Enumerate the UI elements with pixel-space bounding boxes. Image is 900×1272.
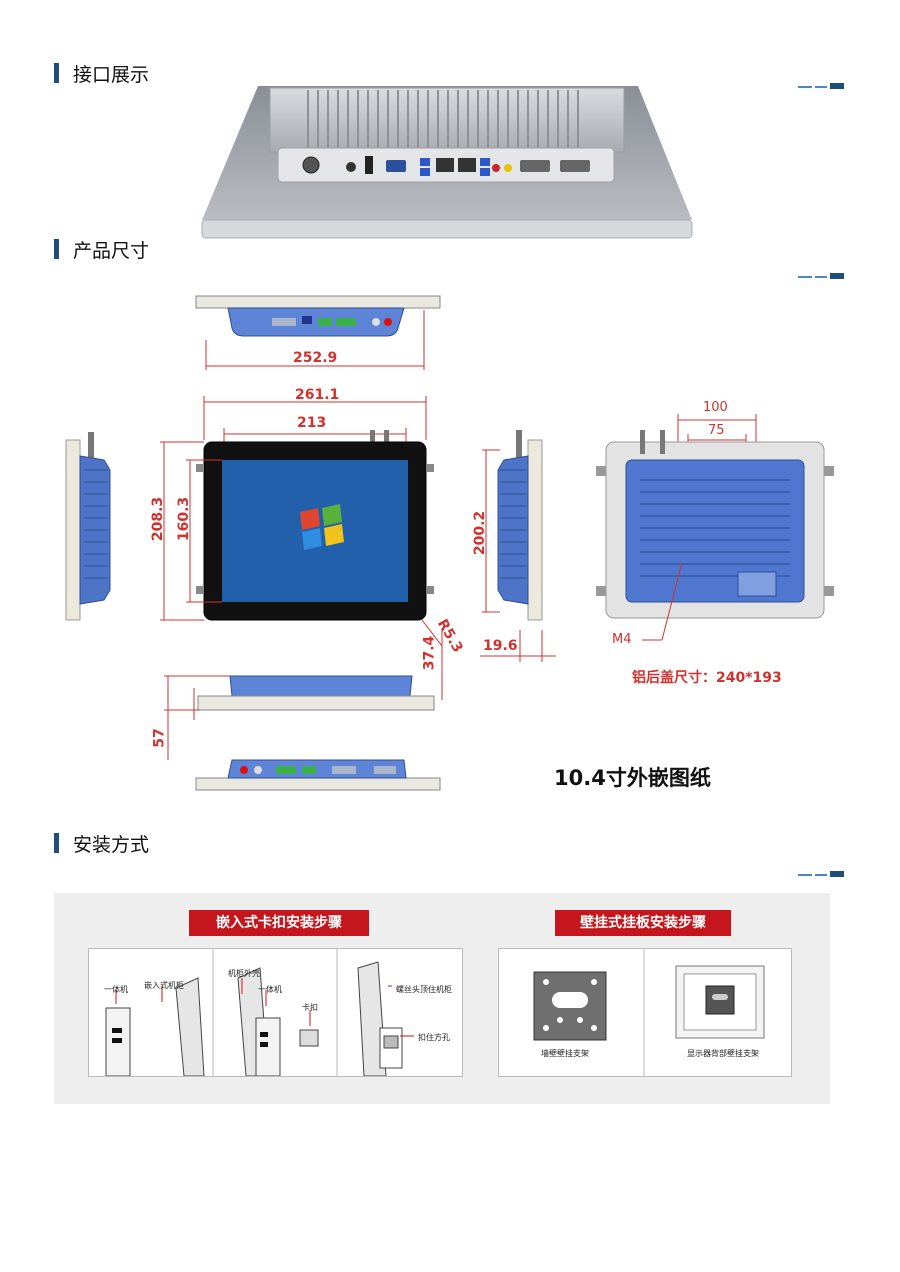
section-header-installation: 安装方式 (54, 832, 150, 856)
header-decoration (798, 871, 844, 877)
section-title: 安装方式 (73, 833, 150, 856)
embed-steps-diagram (105, 948, 414, 1076)
section-marker (54, 239, 59, 259)
dim-bottom-depth: 57 (151, 728, 168, 748)
dim-outer-width: 261.1 (295, 387, 340, 403)
section-title: 产品尺寸 (73, 239, 150, 262)
dim-depth-total: 37.4 (421, 635, 438, 671)
interface-photo (201, 86, 693, 239)
section-title: 接口展示 (73, 63, 150, 86)
label-unit-b: 一体机 (258, 985, 282, 994)
label-unit-a: 一体机 (104, 985, 128, 994)
section-marker (54, 833, 59, 853)
back-view (596, 414, 834, 641)
wall-install-title: 壁挂式挂板安装步骤 (555, 910, 731, 936)
back-cover-size: 铝后盖尺寸：240*193 (632, 670, 782, 686)
label-screw: 螺丝头顶住机柜 (396, 985, 452, 994)
dim-screen-height: 160.3 (176, 496, 193, 542)
wall-steps-diagram (533, 948, 765, 1076)
dim-top-width: 252.9 (293, 350, 338, 366)
label-hole: 扣住方孔 (418, 1033, 450, 1042)
bottom-view (164, 630, 443, 760)
label-clip: 卡扣 (302, 1003, 318, 1012)
header-decoration (798, 83, 844, 89)
header-decoration (798, 273, 844, 279)
section-header-interface: 接口展示 (54, 62, 150, 86)
section-header-dimensions: 产品尺寸 (54, 238, 150, 262)
dim-side-height: 200.2 (472, 510, 489, 556)
drawing-title: 10.4寸外嵌图纸 (554, 766, 711, 790)
dim-depth-side: 19.6 (483, 638, 518, 654)
embed-install-title: 嵌入式卡扣安装步骤 (189, 910, 369, 936)
label-monitor-bracket: 显示器背部壁挂支架 (687, 1049, 759, 1058)
front-view (160, 396, 443, 647)
label-wall-bracket: 墙壁壁挂支架 (541, 1049, 589, 1058)
dim-hole-inner: 75 (708, 423, 725, 438)
dim-outer-height: 208.3 (150, 496, 167, 542)
left-side-view (65, 432, 111, 621)
section-marker (54, 63, 59, 83)
label-shell: 机柜外壳 (228, 969, 260, 978)
dimension-drawing (65, 295, 834, 791)
top-view (195, 295, 441, 370)
dim-screen-width: 213 (297, 415, 327, 431)
bottom-front-view (195, 759, 441, 791)
label-cabinet: 嵌入式机柜 (144, 981, 184, 990)
dim-screw-label: M4 (612, 632, 632, 647)
right-side-view (480, 430, 556, 662)
dim-hole-outer: 100 (703, 400, 728, 415)
